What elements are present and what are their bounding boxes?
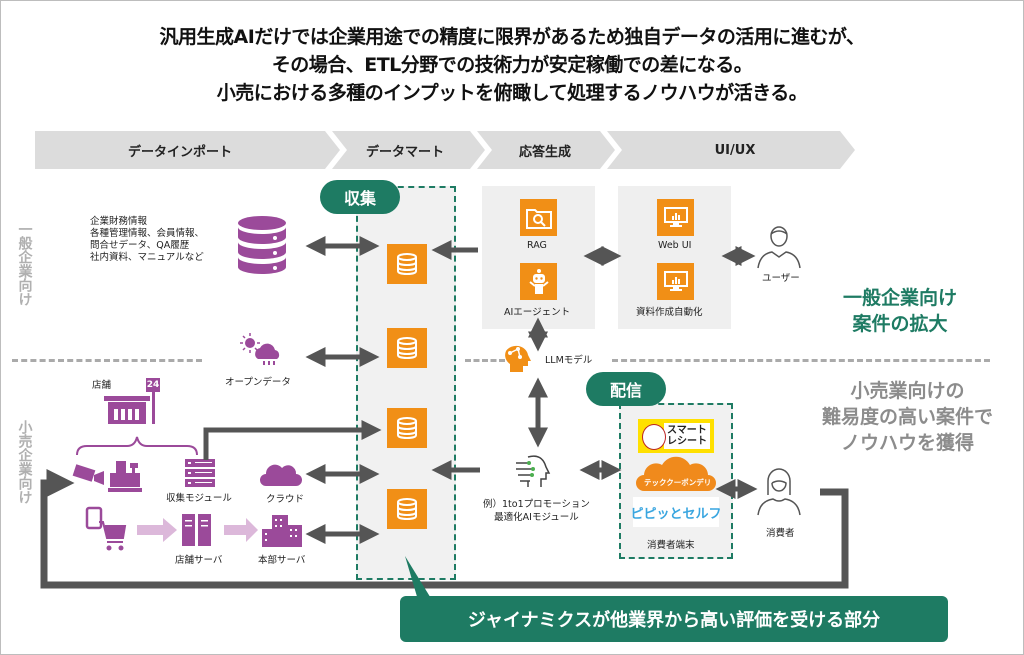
side-label-general: 一般企業向け — [15, 222, 33, 311]
coupon-cloud-icon — [636, 456, 716, 491]
title-line-2: その場合、ETL分野での技術力が安定稼働での差になる。 — [271, 54, 753, 76]
mart-db-icon-2 — [387, 328, 427, 368]
llm-label: LLMモデル — [545, 355, 593, 366]
divider-right — [612, 359, 990, 362]
phase-chevron-mart — [332, 131, 485, 169]
user-label: ユーザー — [762, 273, 800, 284]
hq-server-label: 本部サーバ — [258, 555, 306, 566]
bottom-banner: ジャイナミクスが他業界から高い評価を受ける部分 — [400, 596, 948, 642]
mobile-cart-icon — [85, 506, 127, 551]
divider-mid — [465, 359, 505, 362]
smart-receipt-line: レシート — [667, 436, 707, 447]
callout-retail-line: 小売業向けの — [850, 380, 965, 402]
smart-receipt-line: スマート — [667, 425, 707, 436]
doc-auto-icon — [657, 263, 694, 300]
collect-module-icon — [185, 459, 215, 487]
ai-module-icon — [516, 455, 551, 487]
callout-retail: 小売業向けの 難易度の高い案件で ノウハウを獲得 — [795, 378, 1020, 456]
store-icon — [104, 378, 160, 424]
side-label-retail: 小売企業向け — [15, 420, 33, 509]
cow-mascot-icon — [642, 424, 666, 450]
callout-general-line: 案件の拡大 — [852, 313, 948, 335]
ai-module-label: 例）1to1プロモーション 最適化AIモジュール — [483, 498, 590, 524]
callout-retail-line: 難易度の高い案件で — [821, 406, 993, 428]
phase-label-mart: データマート — [365, 144, 444, 160]
open-data-label: オープンデータ — [225, 377, 291, 388]
cloud-icon — [260, 464, 302, 486]
rag-label: RAG — [527, 240, 547, 251]
camera-icon — [72, 464, 104, 485]
side-label-general-text: 一般企業向け — [16, 222, 33, 306]
hq-server-icon — [262, 515, 302, 547]
callout-general-line: 一般企業向け — [842, 287, 957, 309]
phase-chevron-response — [477, 131, 615, 169]
store-label: 店舗 — [92, 380, 112, 391]
general-source-line: 企業財務情報 — [90, 216, 148, 227]
arrow-collect-mart — [203, 420, 382, 460]
title-line-1: 汎用生成AIだけでは企業用途での精度に限界があるため独自データの活用に進むが、 — [159, 26, 865, 48]
mart-db-icon-4 — [387, 489, 427, 529]
phase-chevron-import — [35, 131, 340, 169]
store-server-label: 店舗サーバ — [175, 555, 223, 566]
phase-chevron-uiux — [607, 131, 855, 169]
mart-db-icon-1 — [387, 244, 427, 284]
web-ui-icon — [657, 199, 694, 236]
title-line-3: 小売における多種のインプットを俯瞰して処理するノウハウが活きる。 — [216, 82, 808, 104]
consumer-label: 消費者 — [766, 528, 795, 539]
ai-agent-label: AIエージェント — [504, 307, 571, 318]
brace — [76, 436, 198, 456]
register-icon — [108, 461, 142, 492]
pill-deliver: 配信 — [586, 372, 666, 406]
cloud-label: クラウド — [266, 494, 305, 505]
divider-left — [12, 359, 202, 362]
general-source-line: 各種管理情報、会員情報、 — [90, 228, 205, 239]
app-logo-tech-coupon[interactable]: テッククーポンデリ — [636, 456, 716, 493]
user-icon — [757, 226, 801, 269]
tech-coupon-text: テッククーポンデリ — [644, 478, 712, 487]
callout-retail-line: ノウハウを獲得 — [840, 432, 974, 454]
general-source-line: 社内資料、マニュアルなど — [90, 252, 204, 263]
phase-label-import: データインポート — [127, 144, 232, 160]
light-arrow-1 — [137, 518, 177, 542]
mart-db-icon-3 — [387, 408, 427, 448]
doc-auto-label: 資料作成自動化 — [636, 307, 703, 318]
banner-pointer — [405, 556, 432, 600]
side-label-retail-text: 小売企業向け — [16, 420, 33, 504]
ai-module-label-line: 最適化AIモジュール — [494, 512, 579, 523]
collect-module-label: 収集モジュール — [166, 493, 232, 504]
web-ui-label: Web UI — [658, 240, 692, 251]
ai-agent-icon — [520, 263, 557, 300]
phase-label-uiux: UI/UX — [714, 142, 756, 158]
general-source-line: 問合せデータ、QA履歴 — [90, 240, 190, 251]
database-icon — [238, 216, 286, 274]
rag-icon — [520, 199, 557, 236]
callout-general: 一般企業向け 案件の拡大 — [830, 285, 970, 337]
store-24-sign: 24 — [146, 380, 160, 390]
phase-chevrons — [35, 131, 855, 169]
feedback-loop — [40, 469, 849, 589]
light-arrow-2 — [224, 518, 258, 542]
weather-icon — [240, 333, 280, 365]
consumer-device-label: 消費者端末 — [647, 540, 695, 551]
pill-collect: 収集 — [320, 180, 400, 214]
store-server-icon — [182, 514, 211, 546]
app-logo-smart-receipt[interactable]: スマート レシート — [638, 419, 714, 453]
llm-icon — [505, 345, 531, 372]
general-sources-list: 企業財務情報 各種管理情報、会員情報、 問合せデータ、QA履歴 社内資料、マニュ… — [90, 216, 204, 264]
ai-module-label-line: 例）1to1プロモーション — [483, 499, 590, 510]
phase-label-response: 応答生成 — [518, 144, 571, 160]
consumer-icon — [757, 468, 801, 516]
app-logo-pipit-self[interactable]: ピピッとセルフ — [631, 497, 722, 527]
